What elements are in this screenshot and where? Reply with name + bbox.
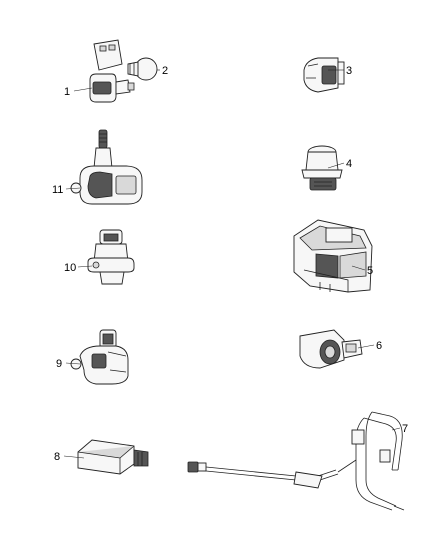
part-7-harness xyxy=(187,411,405,511)
part-8-module xyxy=(77,439,149,475)
callout-10: 10 xyxy=(64,262,76,274)
callout-7: 7 xyxy=(402,423,408,435)
leader-lines xyxy=(63,69,401,459)
part-6-sensor xyxy=(299,329,363,369)
part-11-tpms-sensor xyxy=(70,129,143,205)
callout-5: 5 xyxy=(367,265,373,277)
part-1-sensor xyxy=(89,39,135,103)
callout-2: 2 xyxy=(162,65,168,77)
callout-4: 4 xyxy=(346,158,352,170)
part-4-sensor xyxy=(301,145,343,191)
callout-3: 3 xyxy=(346,65,352,77)
callout-1: 1 xyxy=(64,86,70,98)
part-3-sensor xyxy=(303,57,345,93)
part-5-module xyxy=(293,219,373,293)
part-10-sensor xyxy=(87,229,135,285)
part-9-sensor xyxy=(70,329,129,385)
callout-6: 6 xyxy=(376,340,382,352)
callout-labels: 1 2 3 11 4 5 10 9 6 8 7 xyxy=(52,65,408,463)
part-2-clip xyxy=(127,57,158,81)
callout-9: 9 xyxy=(56,358,62,370)
callout-8: 8 xyxy=(54,451,60,463)
callout-11: 11 xyxy=(52,184,63,196)
